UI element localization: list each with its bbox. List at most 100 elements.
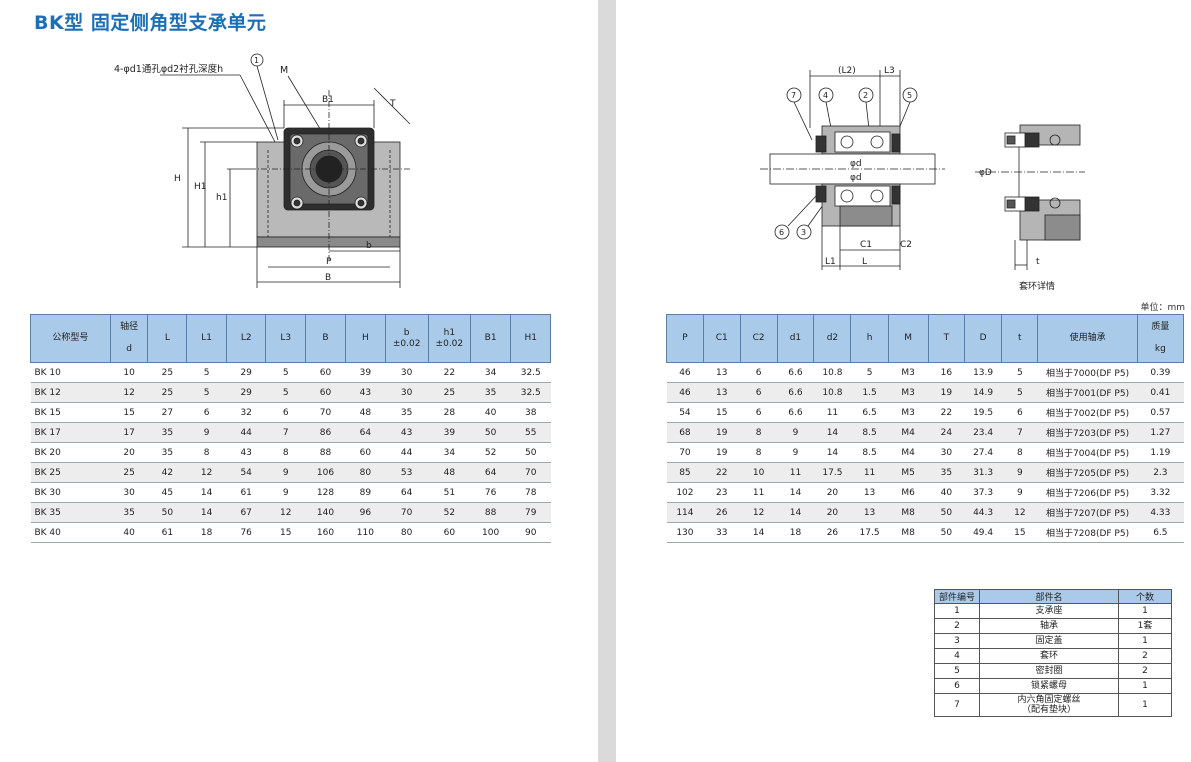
table-cell: M3	[888, 402, 929, 423]
table-cell: BK 12	[30, 382, 111, 403]
table-cell: 76	[470, 482, 511, 503]
table-cell: 53	[385, 462, 428, 483]
table-cell: 50	[147, 502, 187, 523]
table-cell: 80	[345, 462, 386, 483]
table-cell: 79	[510, 502, 551, 523]
table-cell: 45	[147, 482, 187, 503]
label-h1: h1	[216, 193, 227, 203]
parts-cell-no: 2	[934, 618, 980, 634]
table-cell: 30	[385, 382, 428, 403]
table-cell: 35	[110, 502, 148, 523]
table-cell: 37.3	[964, 482, 1002, 503]
label-phi-d-bottom: φd	[850, 173, 862, 183]
table-cell: M8	[888, 502, 929, 523]
table-cell: 100	[470, 522, 511, 543]
table-cell: 5	[1001, 362, 1038, 383]
table-cell: 9	[186, 422, 227, 443]
parts-cell-name: 轴承	[979, 618, 1119, 634]
table-cell: 39	[428, 422, 471, 443]
table-cell: 0.39	[1137, 362, 1184, 383]
label-L1: L1	[825, 257, 836, 267]
table-cell: 14	[740, 522, 778, 543]
table-cell: 5	[265, 382, 306, 403]
table-cell: M3	[888, 382, 929, 403]
table-cell: 52	[470, 442, 511, 463]
table-cell: 30	[928, 442, 965, 463]
table-cell: 70	[385, 502, 428, 523]
col-header-d2: d2	[826, 333, 839, 343]
col-header-h1-tol: ±0.02	[435, 338, 464, 349]
spacer-cell	[550, 382, 598, 403]
table-cell: BK 15	[30, 402, 111, 423]
label-C1: C1	[860, 240, 872, 250]
table-cell: 10	[110, 362, 148, 383]
label-L: L	[862, 257, 867, 267]
table-cell: 32.5	[510, 382, 551, 403]
table-cell: 33	[703, 522, 741, 543]
table-cell: 51	[428, 482, 471, 503]
label-L2: (L2)	[838, 66, 856, 76]
table-cell: 42	[147, 462, 187, 483]
table-cell: 61	[226, 482, 266, 503]
table-cell: 44	[385, 442, 428, 463]
col-header: t	[1001, 314, 1039, 363]
table-cell: 17.5	[813, 462, 851, 483]
table-cell: 46	[666, 382, 704, 403]
table-cell: 78	[510, 482, 551, 503]
parts-cell-qty: 1	[1118, 633, 1172, 649]
table-cell: 8	[740, 442, 778, 463]
table-cell: 6	[186, 402, 227, 423]
table-cell: 50	[510, 442, 551, 463]
table-cell: 70	[510, 462, 551, 483]
table-cell: 6.6	[777, 402, 814, 423]
label-C2: C2	[900, 240, 912, 250]
table-cell: 1.5	[850, 382, 889, 403]
label-H: H	[174, 174, 181, 184]
table-cell: 50	[928, 522, 965, 543]
col-header-T: T	[943, 333, 950, 343]
table-cell: 35	[928, 462, 965, 483]
table-cell: M5	[888, 462, 929, 483]
table-cell: 13	[703, 382, 741, 403]
page-title: BK型 固定侧角型支承单元	[34, 12, 267, 34]
table-cell: M4	[888, 442, 929, 463]
col-header: 公称型号	[30, 314, 111, 363]
table-cell: 12	[1001, 502, 1038, 523]
table-cell: 60	[305, 362, 346, 383]
col-header: M	[887, 314, 929, 363]
table-cell: 相当于7206(DF P5)	[1037, 482, 1138, 503]
col-header: L3	[265, 314, 307, 363]
col-header-b: b	[403, 327, 410, 338]
col-header: L1	[186, 314, 227, 363]
table-cell: 35	[385, 402, 428, 423]
parts-cell-name: 内六角固定螺丝（配有垫块）	[979, 693, 1119, 717]
col-header: L2	[225, 314, 267, 363]
parts-cell-qty: 2	[1118, 663, 1172, 679]
parts-cell-no: 1	[934, 603, 980, 619]
table-cell: 68	[666, 422, 704, 443]
table-cell: 35	[147, 442, 187, 463]
table-cell: 8.5	[850, 442, 889, 463]
table-cell: 86	[305, 422, 346, 443]
table-cell: 23.4	[964, 422, 1002, 443]
col-header: b±0.02	[384, 314, 429, 363]
table-cell: 19	[703, 422, 741, 443]
label-part-7: 7	[791, 91, 796, 100]
table-cell: 6.6	[777, 362, 814, 383]
table-cell: 26	[813, 522, 851, 543]
spacer-cell	[550, 462, 598, 483]
table-cell: 29	[226, 382, 266, 403]
label-b: b	[366, 241, 372, 251]
table-cell: 12	[186, 462, 227, 483]
table-cell: 64	[470, 462, 511, 483]
table-cell: 17	[110, 422, 148, 443]
table-cell: 20	[110, 442, 148, 463]
parts-cell-no: 6	[934, 678, 980, 694]
